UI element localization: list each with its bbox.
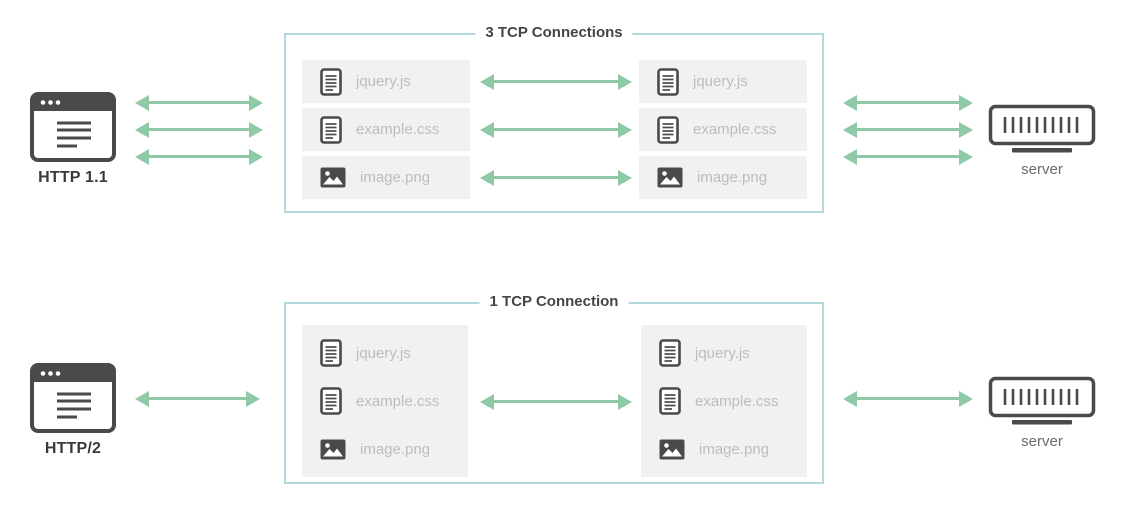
file-item: image.png [639, 156, 807, 199]
server-label: server [1021, 161, 1063, 178]
file-item: example.css [302, 108, 470, 151]
document-icon [657, 68, 679, 96]
double-arrow [843, 121, 973, 138]
server-icon [988, 376, 1096, 428]
browser-icon [30, 363, 116, 433]
file-label: example.css [693, 121, 777, 138]
document-icon [320, 387, 342, 415]
image-icon [320, 439, 346, 460]
file-label: image.png [360, 169, 431, 186]
http2-server: server [988, 376, 1096, 450]
document-icon [659, 339, 681, 367]
image-icon [320, 167, 346, 188]
file-label: jquery.js [695, 344, 750, 362]
double-arrow [135, 121, 263, 138]
file-panel: jquery.js example.css image.png [302, 325, 468, 477]
image-icon [659, 439, 685, 460]
client-label: HTTP/2 [44, 440, 102, 457]
file-label: example.css [356, 121, 440, 138]
file-label: image.png [697, 169, 768, 186]
file-item: image.png [302, 156, 470, 199]
double-arrow [135, 94, 263, 111]
tcp-box-3-connections: 3 TCP Connections jquery.js example.css … [284, 24, 824, 213]
file-label: example.css [356, 392, 440, 410]
server-icon [988, 104, 1096, 156]
double-arrow [843, 94, 973, 111]
file-item: example.css [659, 381, 778, 421]
file-item: jquery.js [639, 60, 807, 103]
file-item: jquery.js [302, 60, 470, 103]
double-arrow [480, 169, 632, 186]
file-label: jquery.js [356, 73, 411, 90]
file-label: image.png [699, 440, 770, 458]
double-arrow [135, 390, 260, 407]
double-arrow [480, 121, 632, 138]
file-label: jquery.js [693, 73, 748, 90]
double-arrow [843, 148, 973, 165]
file-item: image.png [659, 429, 769, 469]
double-arrow [480, 393, 632, 410]
http2-client: HTTP/2 [30, 363, 116, 458]
file-label: image.png [360, 440, 431, 458]
document-icon [320, 339, 342, 367]
file-item: jquery.js [659, 333, 750, 373]
document-icon [320, 68, 342, 96]
box-title: 1 TCP Connection [479, 293, 629, 310]
document-icon [320, 116, 342, 144]
file-item: example.css [639, 108, 807, 151]
file-label: example.css [695, 392, 779, 410]
document-icon [659, 387, 681, 415]
client-label: HTTP 1.1 [38, 169, 108, 186]
image-icon [657, 167, 683, 188]
server-label: server [1021, 433, 1063, 450]
file-label: jquery.js [356, 344, 411, 362]
tcp-box-1-connection: 1 TCP Connection jquery.js example.css i… [284, 293, 824, 484]
box-title: 3 TCP Connections [475, 24, 633, 41]
file-item: jquery.js [320, 333, 411, 373]
file-item: example.css [320, 381, 439, 421]
browser-icon [30, 92, 116, 162]
file-panel: jquery.js example.css image.png [641, 325, 807, 477]
http11-server: server [988, 104, 1096, 178]
document-icon [657, 116, 679, 144]
double-arrow [843, 390, 973, 407]
http11-client: HTTP 1.1 [30, 92, 116, 187]
file-item: image.png [320, 429, 430, 469]
double-arrow [135, 148, 263, 165]
double-arrow [480, 73, 632, 90]
